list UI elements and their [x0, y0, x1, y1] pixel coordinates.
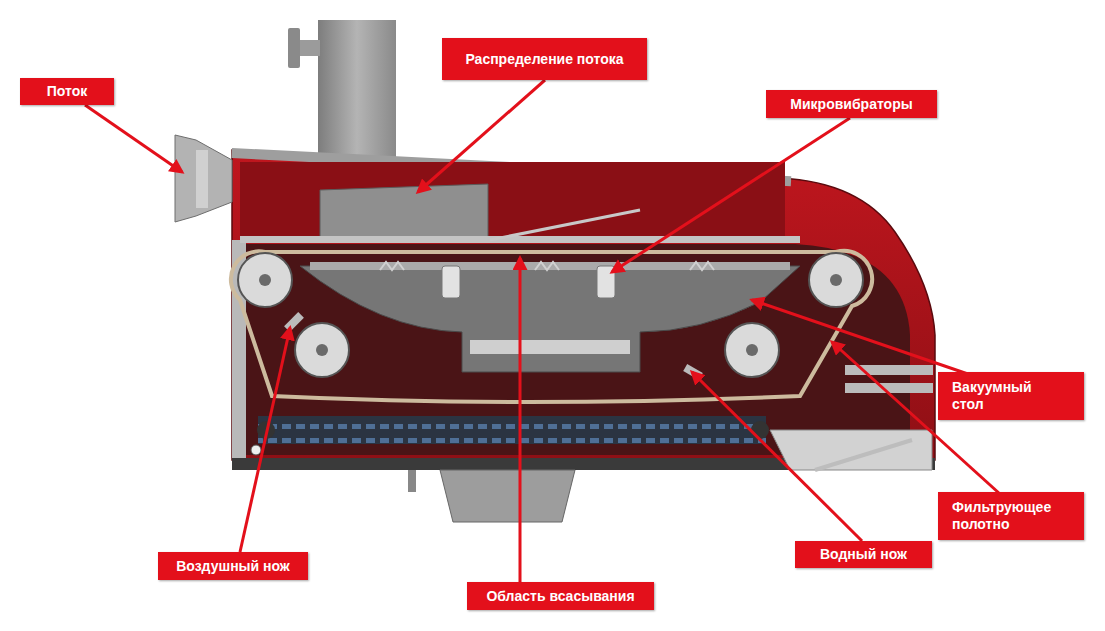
side-rail — [845, 383, 933, 393]
housing — [232, 150, 935, 460]
inner-cavity — [245, 244, 910, 455]
guide-plate — [490, 210, 640, 240]
rod — [815, 440, 912, 470]
callout-box: Область всасывания — [467, 582, 654, 610]
roller — [238, 253, 292, 307]
air-knife — [284, 312, 304, 332]
conveyor-roller — [751, 421, 769, 439]
vacuum-manifold — [470, 340, 630, 354]
callout-box: Поток — [20, 78, 114, 105]
callout-label: Поток — [47, 83, 88, 100]
leader-line — [418, 80, 545, 192]
callout-label: Область всасывания — [486, 588, 634, 605]
callout-label: Воздушный нож — [176, 558, 290, 575]
roller — [809, 253, 863, 307]
callout-box: Воздушный нож — [158, 552, 308, 580]
callout-box: Микровибраторы — [766, 90, 937, 118]
spring — [535, 262, 559, 270]
bolt — [251, 445, 261, 455]
callout-box: Водный нож — [795, 541, 932, 568]
leader-line — [519, 258, 522, 582]
top-chamber — [240, 162, 785, 240]
leader-line — [612, 118, 850, 272]
discharge-hopper — [440, 470, 575, 522]
callout-label: Микровибраторы — [790, 96, 912, 113]
bracket — [408, 470, 416, 492]
leader-line — [85, 105, 182, 172]
leader-line — [240, 328, 290, 552]
callout-label: Распределение потока — [465, 51, 623, 68]
roller — [238, 253, 292, 307]
roller-hub — [746, 344, 758, 356]
roller-hub — [316, 344, 328, 356]
exhaust-pipe — [318, 20, 396, 160]
inlet-flange — [196, 150, 208, 208]
callout-box: Фильтрующее полотно — [938, 492, 1084, 540]
roller — [295, 323, 349, 377]
roller — [295, 323, 349, 377]
callout-label: Вакуумный стол — [952, 379, 1047, 413]
callout-label: Водный нож — [820, 546, 907, 563]
suction-plate — [240, 236, 800, 243]
table-top — [310, 262, 790, 270]
roller — [725, 323, 779, 377]
roller — [809, 253, 863, 307]
spring — [690, 262, 714, 270]
callout-box: Распределение потока — [442, 38, 647, 80]
spring — [380, 262, 404, 270]
conveyor — [258, 416, 766, 444]
roller — [725, 323, 779, 377]
inlet-funnel — [175, 135, 232, 222]
distribution-box — [320, 184, 488, 240]
micro-vibrator — [442, 266, 460, 298]
callout-label: Фильтрующее полотно — [952, 499, 1052, 533]
pipe-flange — [288, 28, 300, 68]
roller-hub — [259, 274, 271, 286]
roller-hub — [830, 274, 842, 286]
leader-line — [692, 372, 862, 541]
discharge-chute — [770, 430, 932, 470]
pipe-stub — [300, 40, 320, 56]
callout-box: Вакуумный стол — [938, 372, 1084, 420]
filter-belt — [231, 251, 872, 402]
